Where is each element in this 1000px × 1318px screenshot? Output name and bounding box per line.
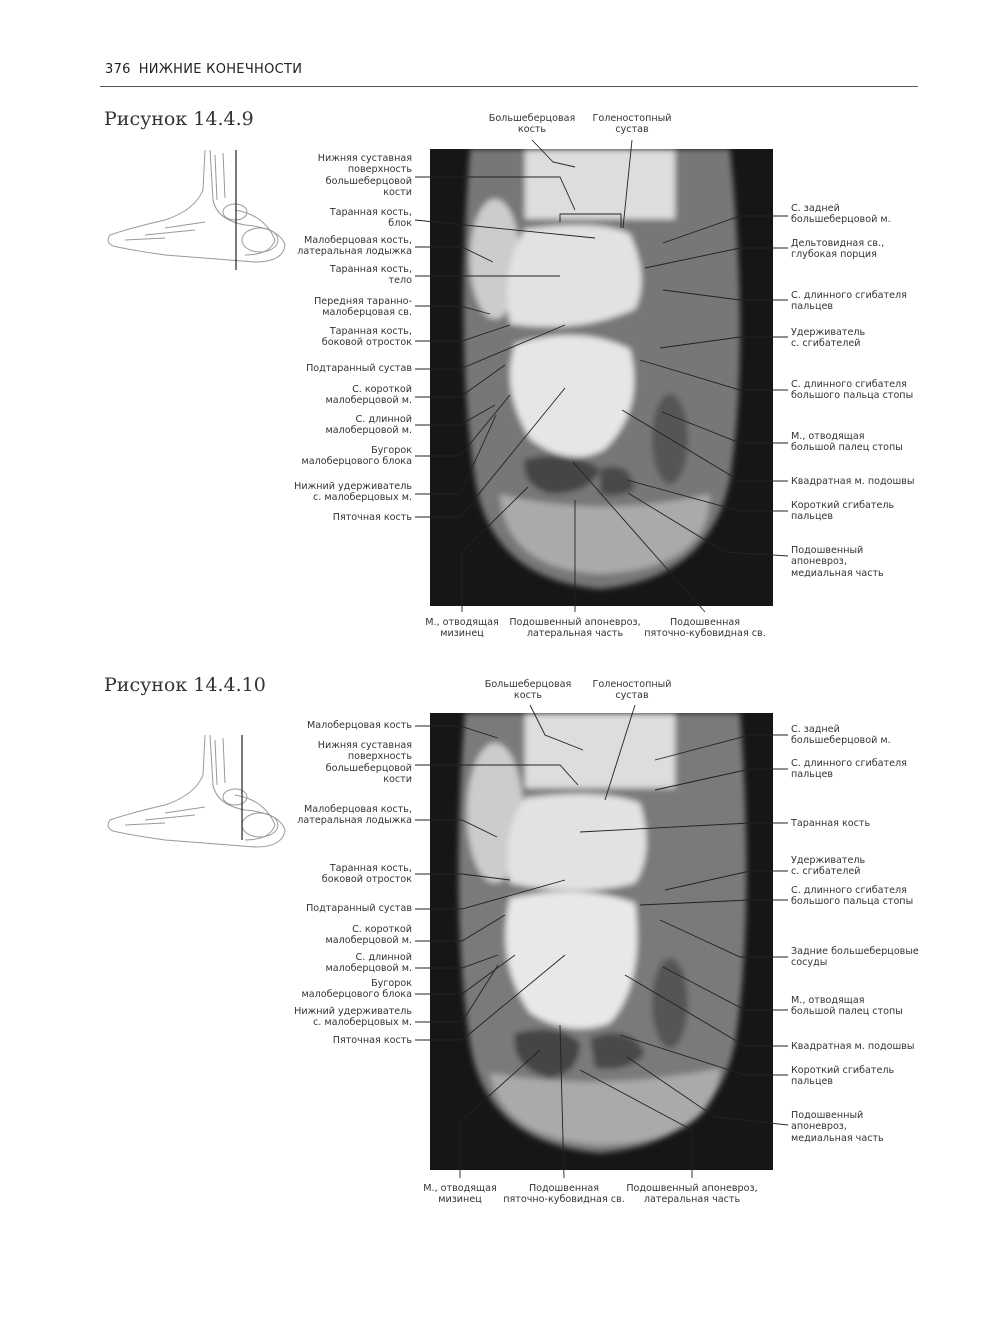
label-left: С. длинной малоберцовой м. [325,952,412,975]
label-left: Пяточная кость [332,1035,412,1046]
label-left: С. короткой малоберцовой м. [325,924,412,947]
label-tibia: Большеберцовая кость [484,679,572,702]
label-right: Дельтовидная св., глубокая порция [791,238,885,261]
label-left: Нижний удерживатель с. малоберцовых м. [294,481,412,504]
label-right: Удерживатель с. сгибателей [791,855,866,878]
section-title: НИЖНИЕ КОНЕЧНОСТИ [138,62,303,77]
label-right: Удерживатель с. сгибателей [791,327,866,350]
label-left: Таранная кость, боковой отросток [321,863,412,886]
foot-orientation-thumbnail [107,735,286,848]
label-left: С. короткой малоберцовой м. [325,384,412,407]
label-left: Малоберцовая кость [306,720,412,731]
running-header: 376 НИЖНИЕ КОНЕЧНОСТИ [105,62,302,77]
label-left: Нижний удерживатель с. малоберцовых м. [294,1006,412,1029]
label-left: Передняя таранно- малоберцовая св. [314,296,412,319]
label-bottom: Подошвенный апоневроз, латеральная часть [509,617,641,640]
label-right: Задние большеберцовые сосуды [791,946,919,969]
label-right: С. задней большеберцовой м. [791,203,891,226]
label-ankle-joint: Голеностопный сустав [592,113,672,136]
label-right: Короткий сгибатель пальцев [791,1065,895,1088]
header-rule [100,86,918,87]
figure-title: Рисунок 14.4.10 [104,674,266,696]
mri-image [430,713,773,1170]
label-left: Нижняя суставная поверхность большеберцо… [317,153,412,199]
label-left: Пяточная кость [332,512,412,523]
label-left: Бугорок малоберцового блока [301,978,412,1001]
figure-title: Рисунок 14.4.9 [104,108,254,130]
label-left: Малоберцовая кость, латеральная лодыжка [297,235,412,258]
label-bottom: Подошвенный апоневроз, латеральная часть [626,1183,758,1206]
mri-image [430,149,773,606]
label-left: Подтаранный сустав [306,903,412,914]
label-left: Нижняя суставная поверхность большеберцо… [317,740,412,786]
label-right: М., отводящая большой палец стопы [791,995,903,1018]
label-tibia: Большеберцовая кость [488,113,576,136]
label-left: Бугорок малоберцового блока [301,445,412,468]
label-right: С. длинного сгибателя большого пальца ст… [791,379,914,402]
label-bottom: Подошвенная пяточно-кубовидная св. [644,617,766,640]
label-right: С. длинного сгибателя пальцев [791,758,907,781]
label-bottom: М., отводящая мизинец [425,617,499,640]
page-number: 376 [105,62,131,77]
label-ankle-joint: Голеностопный сустав [592,679,672,702]
label-right: Таранная кость [791,818,871,829]
label-right: С. длинного сгибателя большого пальца ст… [791,885,914,908]
label-right: С. задней большеберцовой м. [791,724,891,747]
label-left: Малоберцовая кость, латеральная лодыжка [297,804,412,827]
label-right: Подошвенный апоневроз, медиальная часть [791,1110,884,1144]
label-left: Таранная кость, боковой отросток [321,326,412,349]
label-bottom: Подошвенная пяточно-кубовидная св. [503,1183,625,1206]
label-right: С. длинного сгибателя пальцев [791,290,907,313]
label-right: Квадратная м. подошвы [791,1041,915,1052]
label-bottom: М., отводящая мизинец [423,1183,497,1206]
label-left: С. длинной малоберцовой м. [325,414,412,437]
label-right: Квадратная м. подошвы [791,476,915,487]
foot-orientation-thumbnail [107,150,286,270]
label-right: М., отводящая большой палец стопы [791,431,903,454]
label-left: Таранная кость, тело [329,264,412,287]
label-right: Подошвенный апоневроз, медиальная часть [791,545,884,579]
label-left: Подтаранный сустав [306,363,412,374]
label-left: Таранная кость, блок [329,207,412,230]
label-right: Короткий сгибатель пальцев [791,500,895,523]
